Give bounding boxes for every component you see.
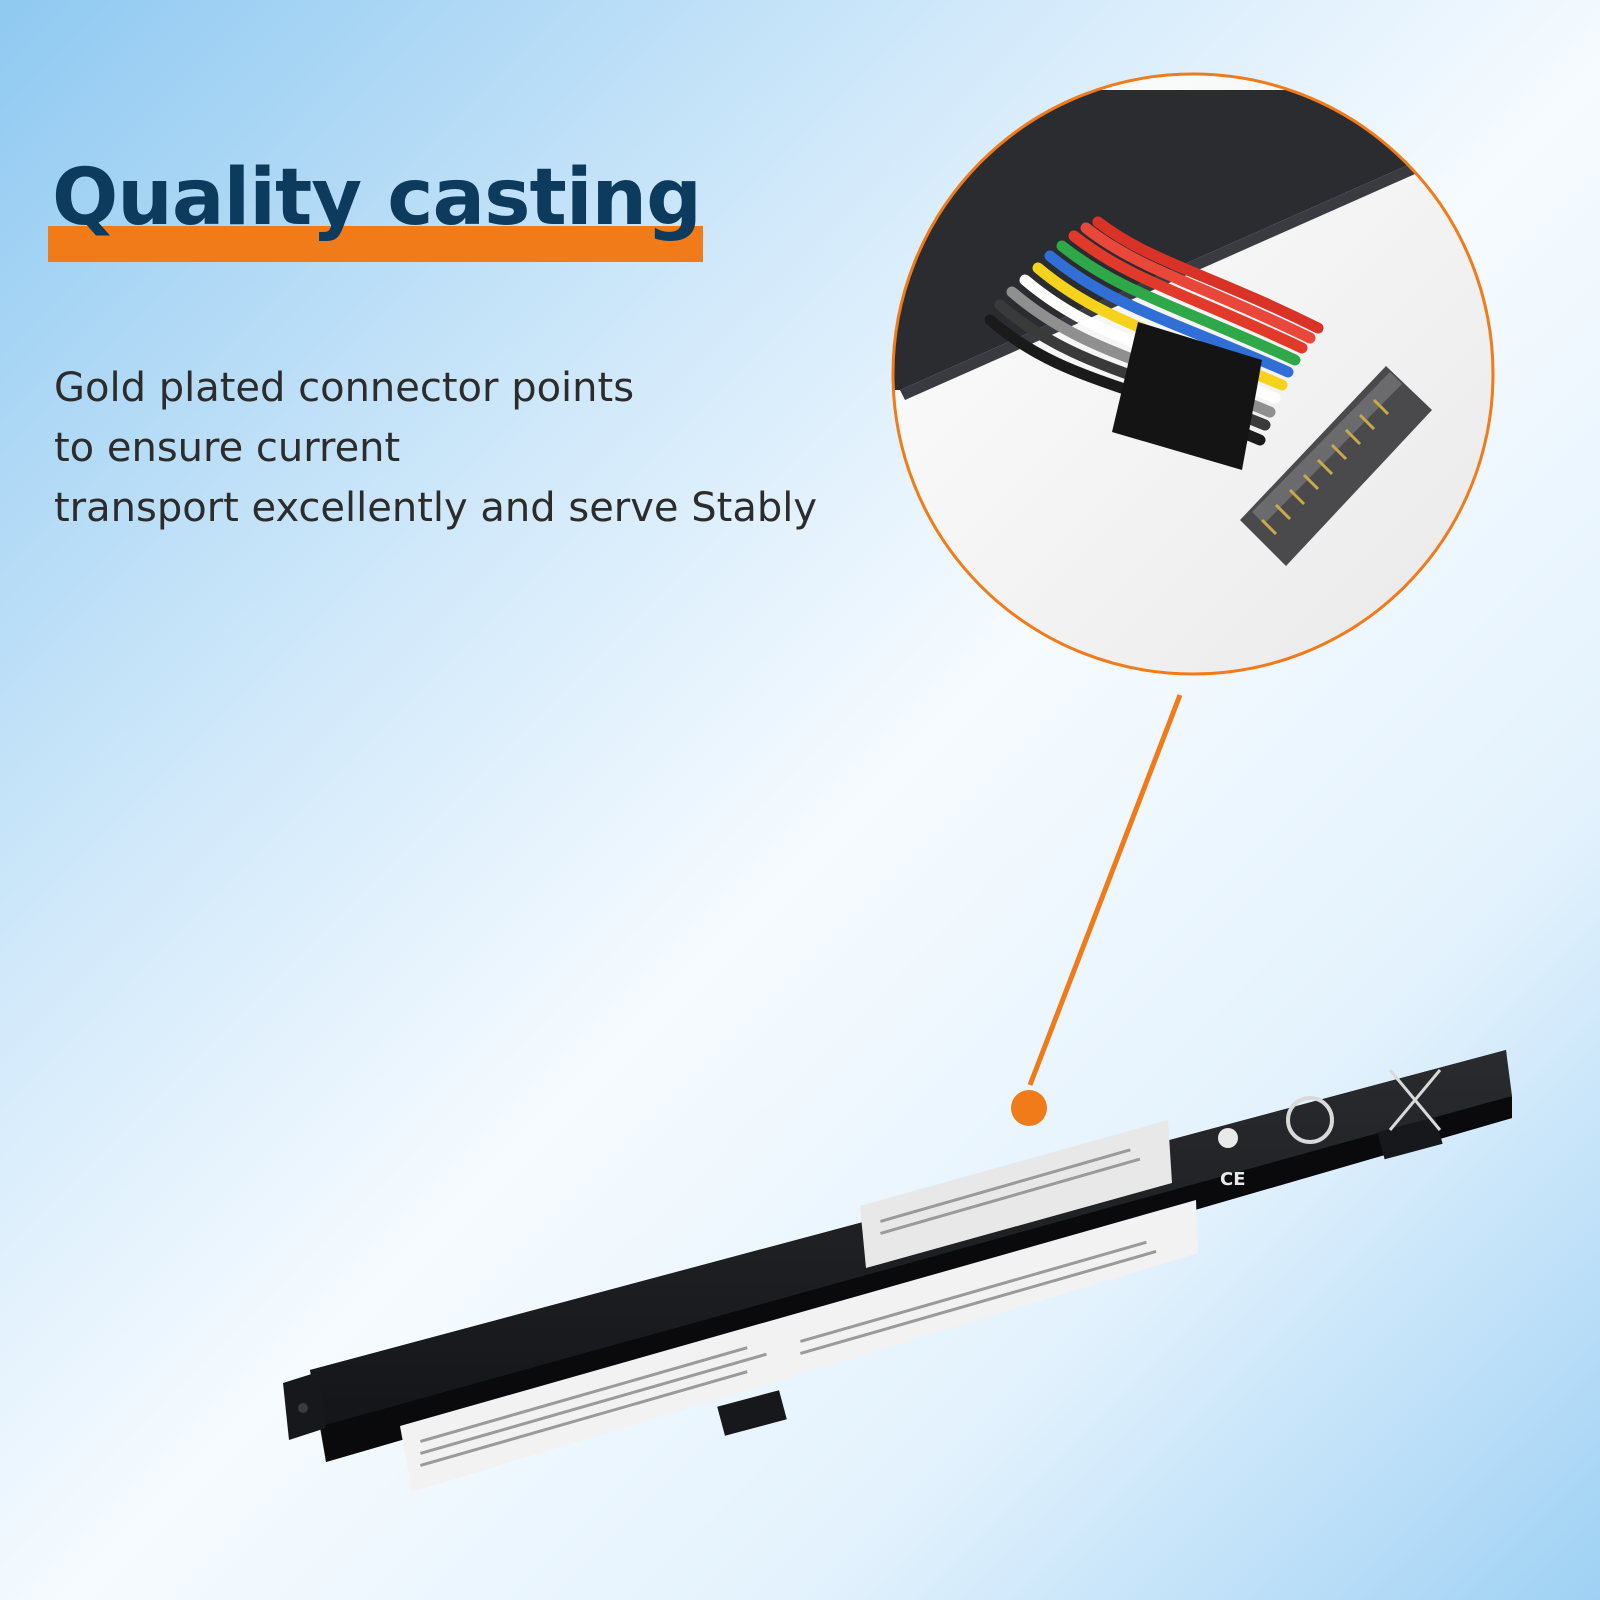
gold-contact-pins bbox=[1260, 398, 1390, 536]
recycle-icon bbox=[1286, 1096, 1334, 1144]
laptop-battery: CE bbox=[283, 1050, 1512, 1492]
connector-zoom-callout bbox=[891, 72, 1495, 676]
description-line-3: transport excellently and serve Stably bbox=[54, 485, 818, 531]
mount-tab-right bbox=[1377, 1116, 1443, 1160]
headline: Quality casting bbox=[52, 153, 702, 243]
description-line-1: Gold plated connector points bbox=[54, 365, 635, 411]
callout-anchor-dot bbox=[1011, 1090, 1047, 1126]
feature-description: Gold plated connector points to ensure c… bbox=[54, 358, 817, 538]
callout-leader-line bbox=[1027, 694, 1183, 1086]
zoom-circle-border bbox=[891, 72, 1495, 676]
battery-label bbox=[400, 1200, 1198, 1492]
headline-block: Quality casting bbox=[48, 153, 703, 262]
headline-underline bbox=[48, 226, 703, 262]
mount-tab-bottom bbox=[717, 1390, 787, 1436]
wire-tape-wrap bbox=[1112, 322, 1262, 470]
ce-mark-icon: CE bbox=[1220, 1169, 1246, 1190]
crossed-bin-icon bbox=[1388, 1069, 1442, 1131]
description-line-2: to ensure current bbox=[54, 425, 401, 471]
certification-icon bbox=[1218, 1128, 1238, 1148]
